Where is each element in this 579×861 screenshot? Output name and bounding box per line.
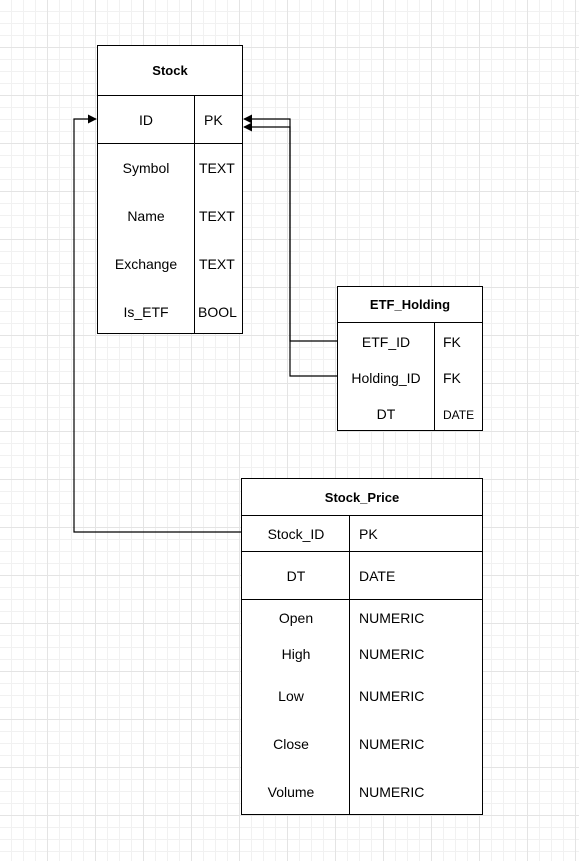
field-type: NUMERIC <box>359 736 425 752</box>
field-type: FK <box>443 334 461 350</box>
field-name: Is_ETF <box>123 304 169 320</box>
field-name: Low <box>278 688 304 704</box>
field-type: NUMERIC <box>359 610 425 626</box>
entity-stock-price-title: Stock_Price <box>242 479 482 516</box>
column-divider <box>194 95 195 333</box>
field-name: ID <box>139 112 153 128</box>
field-name: Stock_ID <box>267 526 325 542</box>
field-type: TEXT <box>199 208 235 224</box>
entity-stock-price[interactable]: Stock_Price Stock_ID PK DT DATE Open NUM… <box>241 478 483 815</box>
entity-etf-holding-title: ETF_Holding <box>338 287 482 323</box>
field-type: BOOL <box>198 304 237 320</box>
field-name: DT <box>286 568 306 584</box>
row-divider <box>242 551 482 552</box>
field-type: DATE <box>359 568 396 584</box>
field-type: NUMERIC <box>359 784 425 800</box>
column-divider <box>349 515 350 814</box>
field-name: Holding_ID <box>351 370 421 386</box>
entity-stock-title: Stock <box>98 46 242 96</box>
field-name: Open <box>278 610 314 626</box>
field-type: NUMERIC <box>359 646 425 662</box>
field-name: High <box>281 646 311 662</box>
field-name: Symbol <box>122 160 170 176</box>
field-type: TEXT <box>199 256 235 272</box>
field-name: Name <box>127 208 165 224</box>
field-name: DT <box>376 406 396 422</box>
field-type: PK <box>204 112 223 128</box>
field-name: Volume <box>267 784 315 800</box>
field-type: TEXT <box>199 160 235 176</box>
entity-stock[interactable]: Stock ID PK Symbol TEXT Name TEXT Exchan… <box>97 45 243 334</box>
field-name: Close <box>273 736 309 752</box>
field-type: PK <box>359 526 378 542</box>
link-etf-id-to-stock-id[interactable] <box>243 114 338 342</box>
field-name: Exchange <box>114 256 178 272</box>
field-type: FK <box>443 370 461 386</box>
link-holding-id-to-stock-id[interactable] <box>243 122 338 377</box>
field-name: ETF_ID <box>361 334 411 350</box>
entity-etf-holding[interactable]: ETF_Holding ETF_ID FK Holding_ID FK DT D… <box>337 286 483 431</box>
column-divider <box>434 322 435 430</box>
field-type: NUMERIC <box>359 688 425 704</box>
row-divider <box>98 143 242 144</box>
row-divider <box>242 599 482 600</box>
field-type: DATE <box>443 408 475 422</box>
